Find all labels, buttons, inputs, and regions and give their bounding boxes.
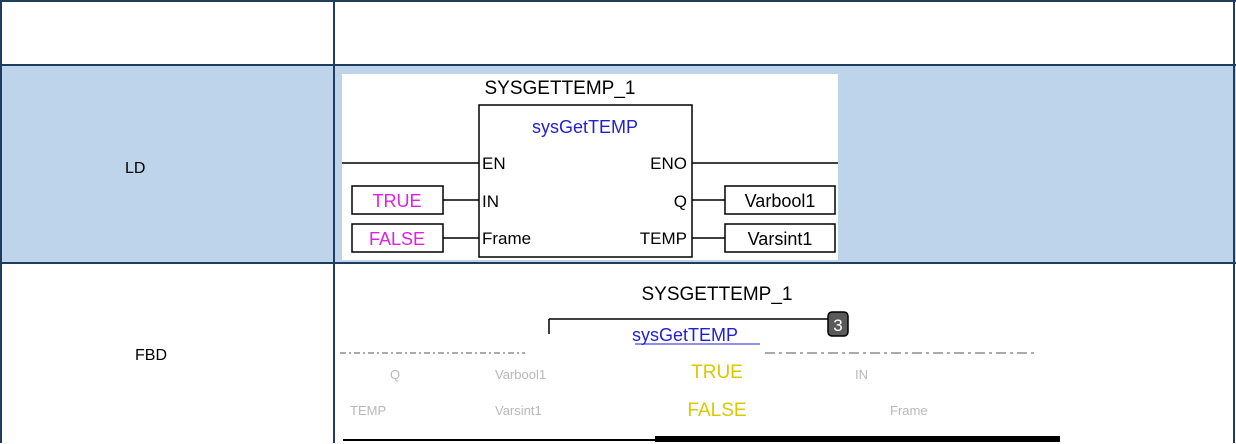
ld-const-false: FALSE bbox=[369, 229, 425, 249]
table-header-divider bbox=[0, 64, 1236, 66]
ld-instance-name: SYSGETTEMP_1 bbox=[485, 78, 636, 99]
fbd-garbled-in: IN bbox=[855, 367, 868, 382]
ld-diagram: SYSGETTEMP_1 sysGetTEMP EN IN Frame ENO … bbox=[342, 78, 838, 258]
ld-function-name: sysGetTEMP bbox=[532, 117, 638, 137]
ld-var-box-sint bbox=[724, 223, 836, 253]
ld-pin-in: IN bbox=[482, 192, 499, 211]
fbd-exec-order: 3 bbox=[833, 316, 842, 335]
fbd-const-false: FALSE bbox=[687, 400, 746, 421]
table-column-divider bbox=[333, 0, 335, 443]
ld-pin-temp: TEMP bbox=[640, 229, 687, 248]
ld-pin-eno: ENO bbox=[650, 154, 687, 173]
fbd-function-name: sysGetTEMP bbox=[632, 325, 738, 345]
fbd-const-true: TRUE bbox=[691, 362, 743, 383]
ld-var-varsint1: Varsint1 bbox=[748, 229, 813, 249]
table-left-border bbox=[0, 0, 2, 443]
ld-pin-frame: Frame bbox=[482, 229, 531, 248]
fbd-garbled-frame: Frame bbox=[890, 403, 928, 418]
fbd-bottom-bar bbox=[655, 436, 1060, 442]
ld-var-varbool1: Varbool1 bbox=[745, 191, 816, 211]
fbd-garbled-varbool1: Varbool1 bbox=[495, 367, 546, 382]
ld-pin-en: EN bbox=[482, 154, 506, 173]
fbd-garbled-q: Q bbox=[390, 367, 400, 382]
ld-function-block bbox=[478, 104, 693, 258]
fbd-diagram: SYSGETTEMP_1 sysGetTEMP 3 Q Varbool1 Var… bbox=[340, 284, 1060, 442]
table-right-border bbox=[1233, 0, 1235, 443]
table-top-border bbox=[0, 0, 1236, 2]
fbd-exec-order-badge bbox=[827, 311, 849, 337]
ld-const-true: TRUE bbox=[373, 191, 422, 211]
ld-var-box-bool bbox=[724, 185, 836, 215]
fbd-garbled-temp: TEMP bbox=[350, 403, 386, 418]
fbd-garbled-varsint1: Varsint1 bbox=[495, 403, 542, 418]
ld-diagram-panel: SYSGETTEMP_1 sysGetTEMP EN IN Frame ENO … bbox=[342, 74, 838, 260]
row-label-fbd: FBD bbox=[135, 347, 167, 364]
fbd-instance-name: SYSGETTEMP_1 bbox=[642, 284, 793, 305]
ld-pin-q: Q bbox=[674, 192, 687, 211]
row-label-ld: LD bbox=[125, 160, 146, 177]
table-row-divider bbox=[0, 262, 1236, 264]
